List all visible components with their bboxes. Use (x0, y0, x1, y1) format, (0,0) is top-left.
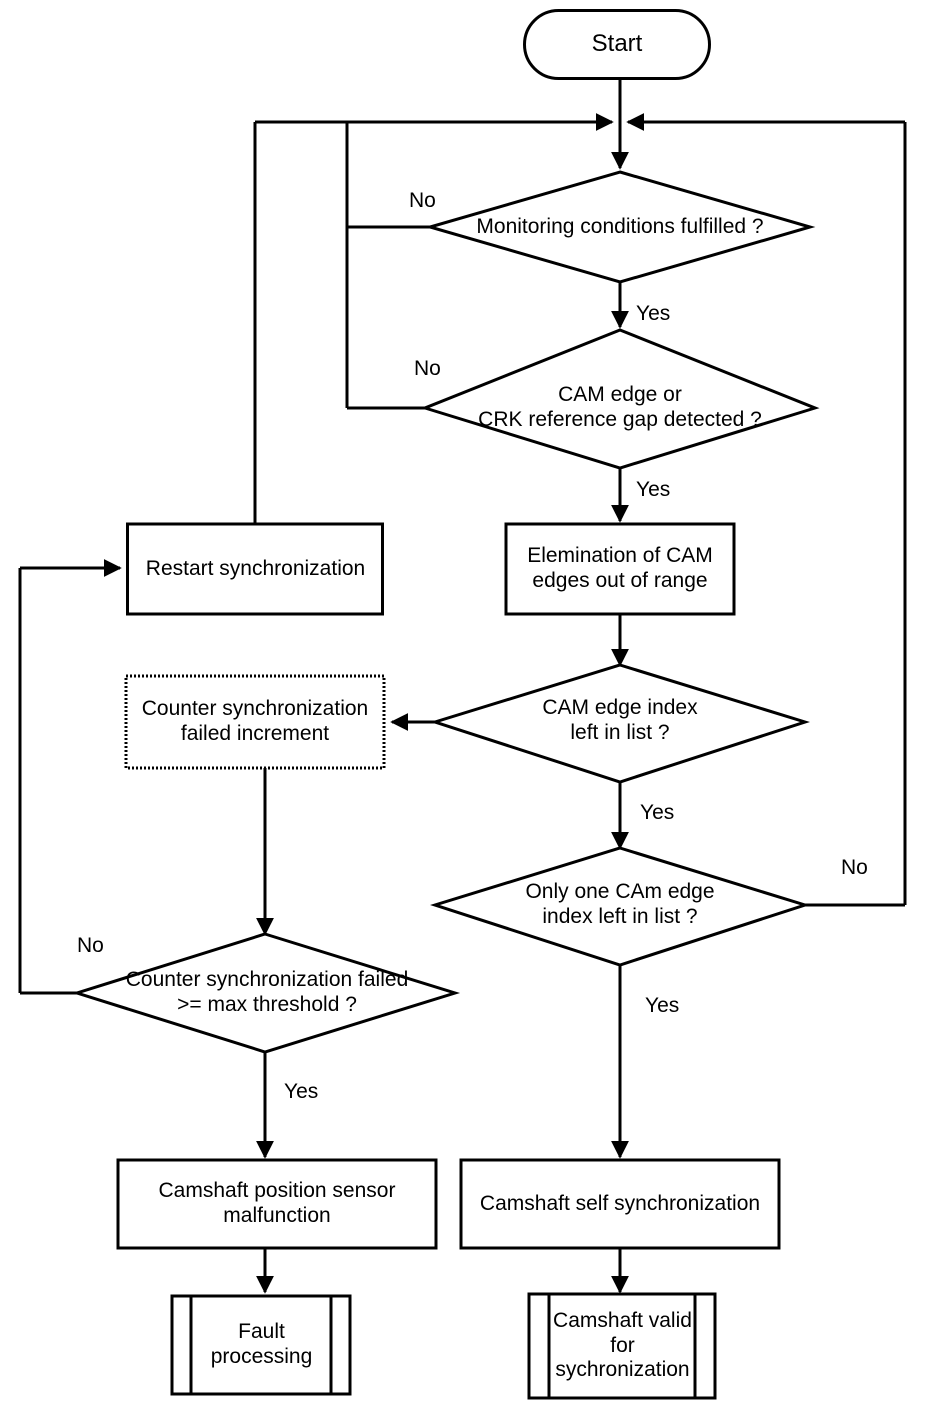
node-elemination-shape[interactable] (504, 522, 736, 616)
node-restart-sync-shape[interactable] (126, 522, 384, 616)
node-fault-processing-shape[interactable] (170, 1294, 352, 1396)
node-cam-edge-or-crk-shape[interactable] (420, 328, 820, 470)
node-monitoring-conditions-shape[interactable] (424, 170, 816, 284)
node-counter-increment-shape[interactable] (124, 674, 386, 770)
node-camshaft-valid-shape[interactable] (527, 1292, 717, 1400)
node-camshaft-malfunction-shape[interactable] (116, 1158, 438, 1250)
node-counter-threshold-shape[interactable] (71, 932, 461, 1054)
node-start-shape[interactable] (523, 9, 711, 80)
node-camshaft-self-sync-shape[interactable] (459, 1158, 781, 1250)
node-only-one-cam-shape[interactable] (430, 846, 810, 967)
node-cam-edge-index-shape[interactable] (430, 663, 810, 784)
